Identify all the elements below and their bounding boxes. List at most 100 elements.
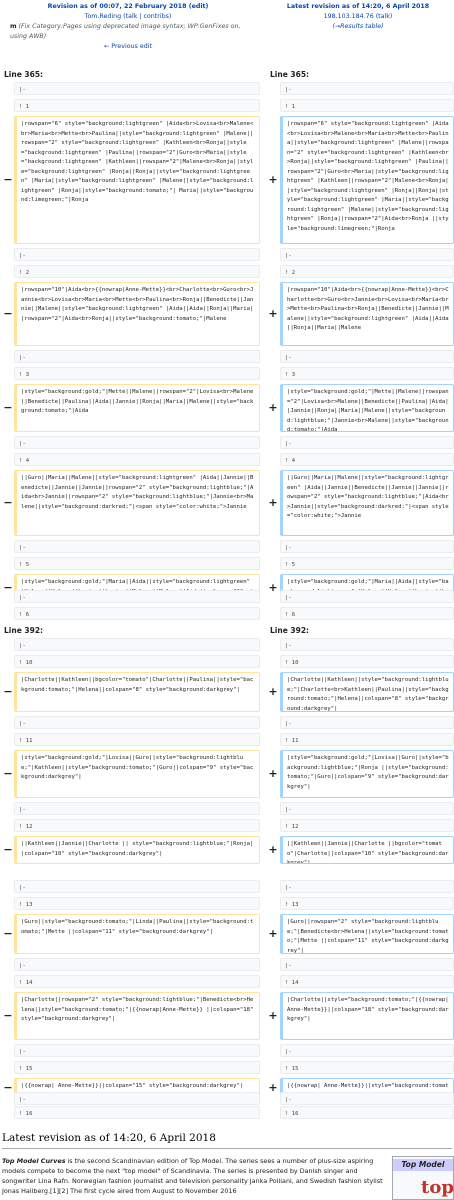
added-marker: +: [268, 581, 278, 594]
context-line-right: |-: [280, 248, 454, 261]
context-line-right: |-: [280, 436, 454, 449]
added-line: ||Guro||Maria||Malene||style="background…: [280, 470, 454, 536]
context-line-left: ! 3: [14, 367, 260, 380]
line-number-left: Line 365:: [4, 70, 44, 79]
context-line-left: ! 12: [14, 819, 260, 832]
added-line: |rowspan="6" style="background:lightgree…: [280, 116, 454, 244]
context-line-right: ! 16: [280, 1106, 454, 1119]
context-line-left: ! 5: [14, 557, 260, 570]
context-line-right: |-: [280, 802, 454, 815]
context-line-right: ! 11: [280, 733, 454, 746]
added-marker: +: [268, 1009, 278, 1022]
deleted-marker: −: [3, 843, 13, 856]
added-marker: +: [268, 173, 278, 186]
article-title: Top Model Curves: [2, 1157, 66, 1165]
context-line-right: |-: [280, 638, 454, 651]
added-line: |Guro||rowspan="2" style="background:lig…: [280, 914, 454, 954]
context-line-left: |-: [14, 590, 260, 603]
added-marker: +: [268, 843, 278, 856]
deleted-marker: −: [3, 173, 13, 186]
context-line-left: |-: [14, 350, 260, 363]
context-line-right: |-: [280, 716, 454, 729]
deleted-line: |Charlotte||Kathleen||bgcolor="tomato"|C…: [14, 672, 260, 712]
deleted-marker: −: [3, 581, 13, 594]
deleted-marker: −: [3, 401, 13, 414]
article-text: is the second Scandinavian edition of To…: [2, 1157, 383, 1195]
deleted-line: ||Kathleen||Jannie||Charlotte || style="…: [14, 836, 260, 864]
added-marker: +: [268, 307, 278, 320]
old-revision-user[interactable]: Tom.Reding: [84, 13, 122, 20]
context-line-left: |-: [14, 880, 260, 893]
deleted-marker: −: [3, 685, 13, 698]
added-marker: +: [268, 767, 278, 780]
context-line-right: |-: [280, 1044, 454, 1057]
context-line-left: |-: [14, 1044, 260, 1057]
added-line: |Charlotte||Kathleen||style="background:…: [280, 672, 454, 712]
added-line: ||Kathleen||Jannie||Charlotte ||bgcolor=…: [280, 836, 454, 864]
context-line-left: |-: [14, 638, 260, 651]
infobox-title: Top Model: [393, 1159, 453, 1171]
context-line-right: ! 2: [280, 265, 454, 278]
context-line-right: |-: [280, 958, 454, 971]
added-marker: +: [268, 927, 278, 940]
edit-summary: m (Fix Category:Pages using deprecated i…: [10, 23, 241, 40]
context-line-left: ! 6: [14, 607, 260, 620]
old-revision-link[interactable]: Revision as of 00:07, 22 February 2018 (…: [47, 3, 209, 10]
deleted-line: |Charlotte||rowspan="2" style="backgroun…: [14, 992, 260, 1040]
deleted-marker: −: [3, 927, 13, 940]
context-line-left: |-: [14, 82, 260, 95]
context-line-left: |-: [14, 958, 260, 971]
context-line-left: ! 10: [14, 655, 260, 668]
deleted-line: |style="background:gold;"|Mette||Malene|…: [14, 384, 260, 432]
added-line: |rowspan="10"|Aida<br>{{nowrap|Anne-Mett…: [280, 282, 454, 346]
minor-edit-flag: m: [10, 23, 17, 30]
added-marker: +: [268, 685, 278, 698]
context-line-right: ! 14: [280, 975, 454, 988]
context-line-right: |-: [280, 880, 454, 893]
deleted-marker: −: [3, 1009, 13, 1022]
results-table-section-link[interactable]: (→Results table): [332, 23, 384, 30]
added-line: |style="background:gold;"|Lovisa||Guro||…: [280, 750, 454, 798]
new-revision-talk[interactable]: (talk): [375, 13, 393, 20]
old-revision-user-links[interactable]: (talk | contribs): [123, 13, 172, 20]
context-line-left: |-: [14, 248, 260, 261]
new-revision-link[interactable]: Latest revision as of 14:20, 6 April 201…: [286, 3, 430, 10]
context-line-right: ! 15: [280, 1061, 454, 1074]
deleted-line: |Guro||style="background:tomato;"|Linda|…: [14, 914, 260, 954]
added-marker: +: [268, 401, 278, 414]
article-paragraph: Top Model Curves is the second Scandinav…: [2, 1156, 386, 1196]
context-line-left: |-: [14, 1092, 260, 1105]
context-line-left: ! 1: [14, 99, 260, 112]
context-line-left: ! 15: [14, 1061, 260, 1074]
deleted-line: |style="background:gold;"|Lovisa||Guro||…: [14, 750, 260, 798]
deleted-marker: −: [3, 496, 13, 509]
deleted-line: ||Guro||Maria||Malene||style="background…: [14, 470, 260, 536]
context-line-left: |-: [14, 540, 260, 553]
added-marker: +: [268, 496, 278, 509]
deleted-line: |rowspan="10"|Aida<br>{{nowrap|Anne-Mett…: [14, 282, 260, 346]
context-line-left: |-: [14, 802, 260, 815]
diff-header: Revision as of 00:07, 22 February 2018 (…: [0, 0, 454, 66]
previous-edit-link[interactable]: ← Previous edit: [104, 43, 152, 50]
context-line-left: ! 16: [14, 1106, 260, 1119]
deleted-line: |rowspan="6" style="background:lightgree…: [14, 116, 260, 244]
context-line-right: ! 1: [280, 99, 454, 112]
new-revision-user[interactable]: 198.103.184.76: [323, 13, 374, 20]
deleted-marker: −: [3, 307, 13, 320]
context-line-left: ! 4: [14, 453, 260, 466]
context-line-left: ! 11: [14, 733, 260, 746]
added-marker: +: [268, 1081, 278, 1094]
latest-revision-heading: Latest revision as of 14:20, 6 April 201…: [2, 1132, 216, 1144]
context-line-right: ! 3: [280, 367, 454, 380]
context-line-right: |-: [280, 540, 454, 553]
deleted-marker: −: [3, 767, 13, 780]
context-line-right: |-: [280, 350, 454, 363]
context-line-left: |-: [14, 716, 260, 729]
context-line-right: ! 6: [280, 607, 454, 620]
context-line-left: ! 14: [14, 975, 260, 988]
context-line-right: |-: [280, 82, 454, 95]
context-line-right: |-: [280, 590, 454, 603]
line-number-left: Line 392:: [4, 626, 44, 635]
